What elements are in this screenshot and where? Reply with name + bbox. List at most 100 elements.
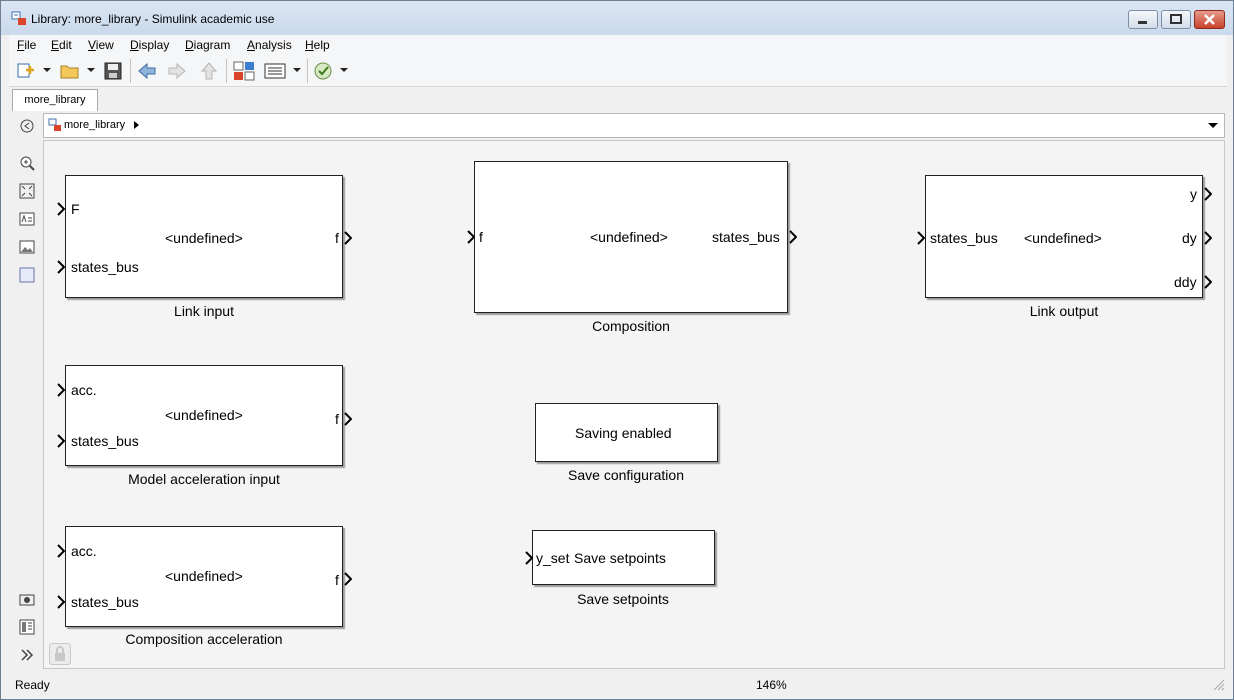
minimize-button[interactable] — [1128, 10, 1158, 29]
port-label: y_set — [536, 550, 570, 566]
config-dropdown-arrow-icon[interactable] — [293, 68, 301, 72]
maximize-icon — [1170, 14, 1182, 24]
toolbar-separator — [226, 59, 227, 83]
input-port-icon — [57, 383, 65, 397]
breadcrumb-arrow-icon[interactable] — [134, 121, 139, 129]
up-arrow-icon[interactable] — [198, 60, 220, 82]
status-bar: Ready 146% — [1, 673, 1233, 699]
block-link-output[interactable] — [925, 175, 1203, 298]
port-label: states_bus — [71, 433, 139, 449]
output-port-icon — [789, 230, 797, 244]
output-port-icon — [1204, 187, 1212, 201]
block-save-setpoints[interactable] — [532, 530, 715, 585]
block-caption: Link input — [174, 303, 234, 319]
output-port-icon — [1204, 231, 1212, 245]
menu-help[interactable]: Help — [305, 38, 330, 52]
zoom-level: 146% — [756, 678, 787, 692]
status-text: Ready — [15, 678, 50, 692]
toolbar-separator — [130, 59, 131, 83]
image-icon[interactable] — [19, 239, 35, 255]
port-label: f — [479, 229, 483, 245]
port-label: ddy — [1174, 274, 1197, 290]
hide-explorer-icon[interactable] — [19, 118, 35, 134]
block-content: <undefined> — [165, 230, 243, 246]
block-content: <undefined> — [165, 407, 243, 423]
model-config-icon[interactable] — [263, 60, 287, 82]
input-port-icon — [57, 595, 65, 609]
port-label: acc. — [71, 543, 97, 559]
save-icon[interactable] — [102, 60, 124, 82]
menu-diagram[interactable]: Diagram — [185, 38, 231, 52]
update-diagram-check-icon[interactable] — [312, 60, 334, 82]
property-inspector-icon[interactable] — [19, 619, 35, 635]
port-label: states_bus — [712, 229, 780, 245]
open-dropdown-arrow-icon[interactable] — [87, 68, 95, 72]
menu-analysis[interactable]: Analysis — [247, 38, 292, 52]
menu-edit[interactable]: Edit — [51, 38, 72, 52]
port-label: f — [335, 230, 339, 246]
diagram-canvas[interactable]: F states_bus <undefined> f Link input f … — [43, 140, 1225, 669]
library-browser-icon[interactable] — [232, 60, 256, 82]
block-caption: Composition — [592, 318, 670, 334]
output-port-icon — [344, 412, 352, 426]
new-model-icon[interactable] — [15, 60, 37, 82]
input-port-icon — [57, 260, 65, 274]
input-port-icon — [525, 551, 533, 565]
minimize-icon — [1138, 21, 1147, 24]
port-label: f — [335, 411, 339, 427]
lock-icon[interactable] — [49, 643, 71, 665]
screenshot-camera-icon[interactable] — [19, 591, 35, 607]
resize-grip-icon[interactable] — [1211, 677, 1225, 691]
block-save-configuration[interactable] — [535, 403, 718, 462]
forward-arrow-icon[interactable] — [166, 60, 188, 82]
block-content: <undefined> — [1024, 230, 1102, 246]
expand-chevrons-icon[interactable] — [19, 647, 35, 663]
output-port-icon — [344, 231, 352, 245]
check-dropdown-arrow-icon[interactable] — [340, 68, 348, 72]
library-icon — [48, 118, 61, 131]
menu-file[interactable]: File — [17, 38, 37, 52]
address-path[interactable]: more_library — [64, 119, 126, 131]
toolbar — [9, 55, 1227, 87]
menu-view[interactable]: View — [88, 38, 114, 52]
block-content: Saving enabled — [575, 425, 672, 441]
new-dropdown-arrow-icon[interactable] — [43, 68, 51, 72]
block-caption: Link output — [1029, 303, 1099, 319]
title-bar: Library: more_library - Simulink academi… — [1, 1, 1233, 35]
input-port-icon — [917, 231, 925, 245]
menu-bar: File Edit View Display Diagram Analysis … — [9, 35, 1227, 55]
zoom-icon[interactable] — [19, 155, 35, 171]
block-caption: Save setpoints — [577, 591, 669, 607]
back-arrow-icon[interactable] — [136, 60, 158, 82]
block-content: <undefined> — [165, 568, 243, 584]
close-button[interactable] — [1194, 10, 1225, 29]
port-label: acc. — [71, 382, 97, 398]
address-dropdown-icon[interactable] — [1208, 123, 1218, 128]
menu-display[interactable]: Display — [130, 38, 170, 52]
open-folder-icon[interactable] — [59, 60, 81, 82]
simulink-library-icon — [11, 11, 26, 25]
block-link-input[interactable] — [65, 175, 343, 298]
input-port-icon — [57, 434, 65, 448]
address-bar[interactable]: more_library — [43, 113, 1225, 138]
fit-to-view-icon[interactable] — [19, 183, 35, 199]
input-port-icon — [57, 544, 65, 558]
port-label: states_bus — [71, 594, 139, 610]
tool-palette — [9, 111, 43, 669]
annotation-icon[interactable] — [19, 211, 35, 227]
tab-more-library[interactable]: more_library — [12, 89, 98, 111]
maximize-button[interactable] — [1161, 10, 1191, 29]
block-caption: Model acceleration input — [128, 471, 280, 487]
toolbar-separator — [307, 59, 308, 83]
block-composition-acceleration[interactable] — [65, 526, 343, 627]
area-icon[interactable] — [19, 267, 35, 283]
port-label: dy — [1182, 230, 1197, 246]
port-label: states_bus — [71, 259, 139, 275]
port-label: states_bus — [930, 230, 998, 246]
port-label: f — [335, 572, 339, 588]
block-model-acceleration-input[interactable] — [65, 365, 343, 466]
block-caption: Save configuration — [568, 467, 684, 483]
block-caption: Composition acceleration — [125, 631, 283, 647]
block-composition[interactable] — [474, 161, 788, 313]
